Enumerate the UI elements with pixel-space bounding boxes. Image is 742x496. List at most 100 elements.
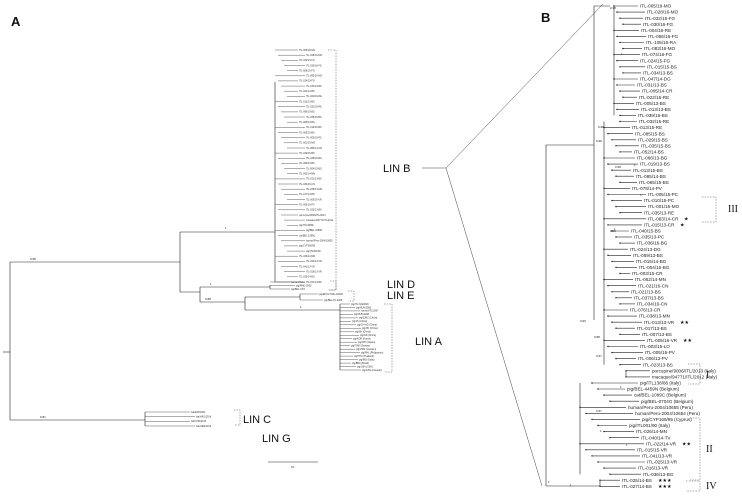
b-node-dot	[622, 23, 624, 25]
b-node-dot	[611, 291, 613, 293]
lineage-label-b: LIN B	[383, 163, 411, 175]
a-lin-b-tip-label: ITL-041/13-VR	[299, 265, 315, 268]
a-lin-b-tip-label: ITL-040/15-BS	[299, 152, 315, 155]
lin-d-bracket	[330, 280, 337, 291]
b-node-dot	[607, 345, 609, 348]
b-node-dot	[619, 242, 621, 244]
b-node-dot	[619, 114, 621, 117]
b-tip-label: ITL-035/13-RE	[644, 210, 674, 215]
clade-iv-bracket	[686, 480, 701, 492]
a-lin-b-tip-label: ITL-013/15-BS	[306, 126, 322, 129]
b-upper-vertical	[593, 5, 610, 145]
b-node-dot	[591, 418, 593, 421]
a-lin-b-tip-label: ITL-016/13-VR	[306, 271, 322, 274]
b-tip-label: ITL-024/15-FG	[640, 58, 671, 63]
clade-i-bracket	[688, 363, 701, 385]
b-tip-label: ITL-083/16-MO	[644, 46, 676, 51]
clade-label-iii: III	[728, 204, 738, 215]
lineage-label-g: LIN G	[262, 433, 291, 445]
b-tip-label: ITL-047/14-DG	[640, 77, 671, 82]
b-tip-label: ITL-065/15-BS	[639, 180, 669, 185]
b-tip-label: ITL-023/13-BS	[643, 362, 673, 367]
b-tip-label: ITL-052/14-BS	[634, 150, 664, 155]
b-tip-label: ITL-085/15-BS	[635, 131, 665, 136]
a-lin-b-tip-label: pig/CYP169/95	[299, 245, 316, 248]
panel-a-tree: 0.58 1 ITL-005/18-MOITL-028/16-MOITL-032…	[3, 49, 393, 469]
support-b-12: 0.97	[596, 409, 602, 413]
support-b-6: 0.99	[610, 229, 616, 233]
a-lin-b-tip-label: cat/BEL-1099C	[299, 234, 315, 237]
b-tip-label: pig/ITL138/86 (Italy)	[640, 381, 681, 386]
a-lin-b-tip-label: ITL-023/13-BS	[306, 209, 322, 212]
a-lin-b-tip-label: pig/ITL138/86	[299, 224, 314, 227]
a-tip-label: pig/SH (China)	[355, 331, 371, 334]
a-tip-label: bat/ESP/2011	[191, 411, 206, 414]
a-tip-label: bat/CHN/2013	[191, 420, 207, 423]
b-tip-label: pig/CYP169/95 (Cyprus)	[642, 417, 692, 422]
a-tip-label: pig/USA (USA)	[357, 365, 373, 368]
b-node-dot	[585, 449, 587, 451]
b-tip-label: ITL-013/13-VR	[644, 320, 675, 325]
b-node-dot	[611, 169, 613, 171]
support-b-16: 1	[570, 483, 572, 487]
a-lin-b-tip-label: ITL-032/15-RE	[306, 106, 322, 109]
a-lin-b-tip-label: porcupine/9006/ITL/2013	[299, 214, 326, 217]
a-tip-label: bat/GER/2010	[196, 425, 212, 428]
b-node-dot	[597, 424, 599, 427]
b-node-dot	[619, 120, 621, 123]
b-node-dot	[616, 84, 618, 86]
lin-b-bracket	[328, 49, 337, 291]
b-tip-label: ITL-027/14-BS	[622, 484, 652, 489]
a-lin-b-tip-label: ITL-005/16-VR	[306, 198, 322, 201]
b-tip-label: ITL-005/16-VR	[647, 338, 678, 343]
b-tip-label: ITL-035/15-BS	[641, 143, 671, 148]
b-node-dot	[622, 47, 624, 50]
b-node-dot	[615, 266, 617, 269]
a-lin-b-tip-label: ITL-085/15-BS	[299, 111, 315, 114]
a-tip-label: pig/PHL (Philippines)	[361, 351, 383, 354]
b-node-dot	[619, 272, 621, 275]
support-b-8: 1	[614, 227, 616, 231]
lin-c-bracket	[234, 409, 241, 426]
lin-a-tip-group: pig/ITL-NN/2009pig/HUN/2006human/ITL/200…	[340, 303, 383, 372]
b-node-dot	[615, 236, 617, 238]
support-lin-d: 1	[210, 282, 212, 286]
b-node-dot	[615, 145, 617, 147]
b-node-dot	[611, 260, 613, 263]
b-tip-label: ITL-017/13-BS	[637, 326, 667, 331]
star-marker: ★	[684, 216, 689, 222]
a-tip-label: pig/THA (Thailand)	[354, 355, 374, 358]
a-tip-label: pig/KOR (Korea)	[353, 338, 371, 341]
a-lin-b-tip-label: ITL-083/16-MO	[306, 75, 322, 78]
a-tip-label: pig/IND (India)	[359, 358, 375, 361]
b-tip-label: ITL-001/15-MO	[648, 204, 680, 209]
b-tip-label: ITL-016/13-VR	[638, 466, 669, 471]
star-marker: ★	[680, 223, 685, 229]
b-backbone-left	[545, 144, 594, 486]
b-tip-label: ITL-031/13-BS	[637, 83, 667, 88]
b-tip-label: pig/ITL001/90 (Italy)	[629, 423, 670, 428]
b-tip-label: ITL-022/16-RE	[639, 95, 669, 100]
b-node-dot	[609, 400, 611, 402]
support-b-4: 0.98	[615, 165, 621, 169]
b-tip-label: ITL-041/13-VR	[642, 454, 673, 459]
b-tip-label: ITL-005/13-BS	[636, 101, 666, 106]
b-node-dot	[619, 17, 621, 19]
b-tip-label: ITL-021/13-BS	[631, 289, 661, 294]
support-b-5: 1	[634, 163, 636, 167]
b-tip-label: ITL-036/13-BG	[643, 472, 674, 477]
b-tip-label: ITL-015/15-BS	[647, 64, 677, 69]
b-node-dot	[616, 60, 618, 62]
b-node-dot	[622, 96, 624, 98]
support-b-13: 1	[620, 385, 622, 389]
a-lin-b-tip-label: ITL-027/14-BS	[306, 281, 322, 284]
a-lin-b-tip-label: ITL-005/16-PV	[299, 204, 315, 207]
support-b-15: 1	[626, 443, 628, 447]
b-tip-label: ITL-040/15-BS	[631, 229, 661, 234]
b-node-dot	[616, 11, 618, 13]
a-tip-label: pig/JS (China)	[352, 320, 367, 323]
a-tip-label: bat/HKG/2014	[196, 416, 212, 419]
